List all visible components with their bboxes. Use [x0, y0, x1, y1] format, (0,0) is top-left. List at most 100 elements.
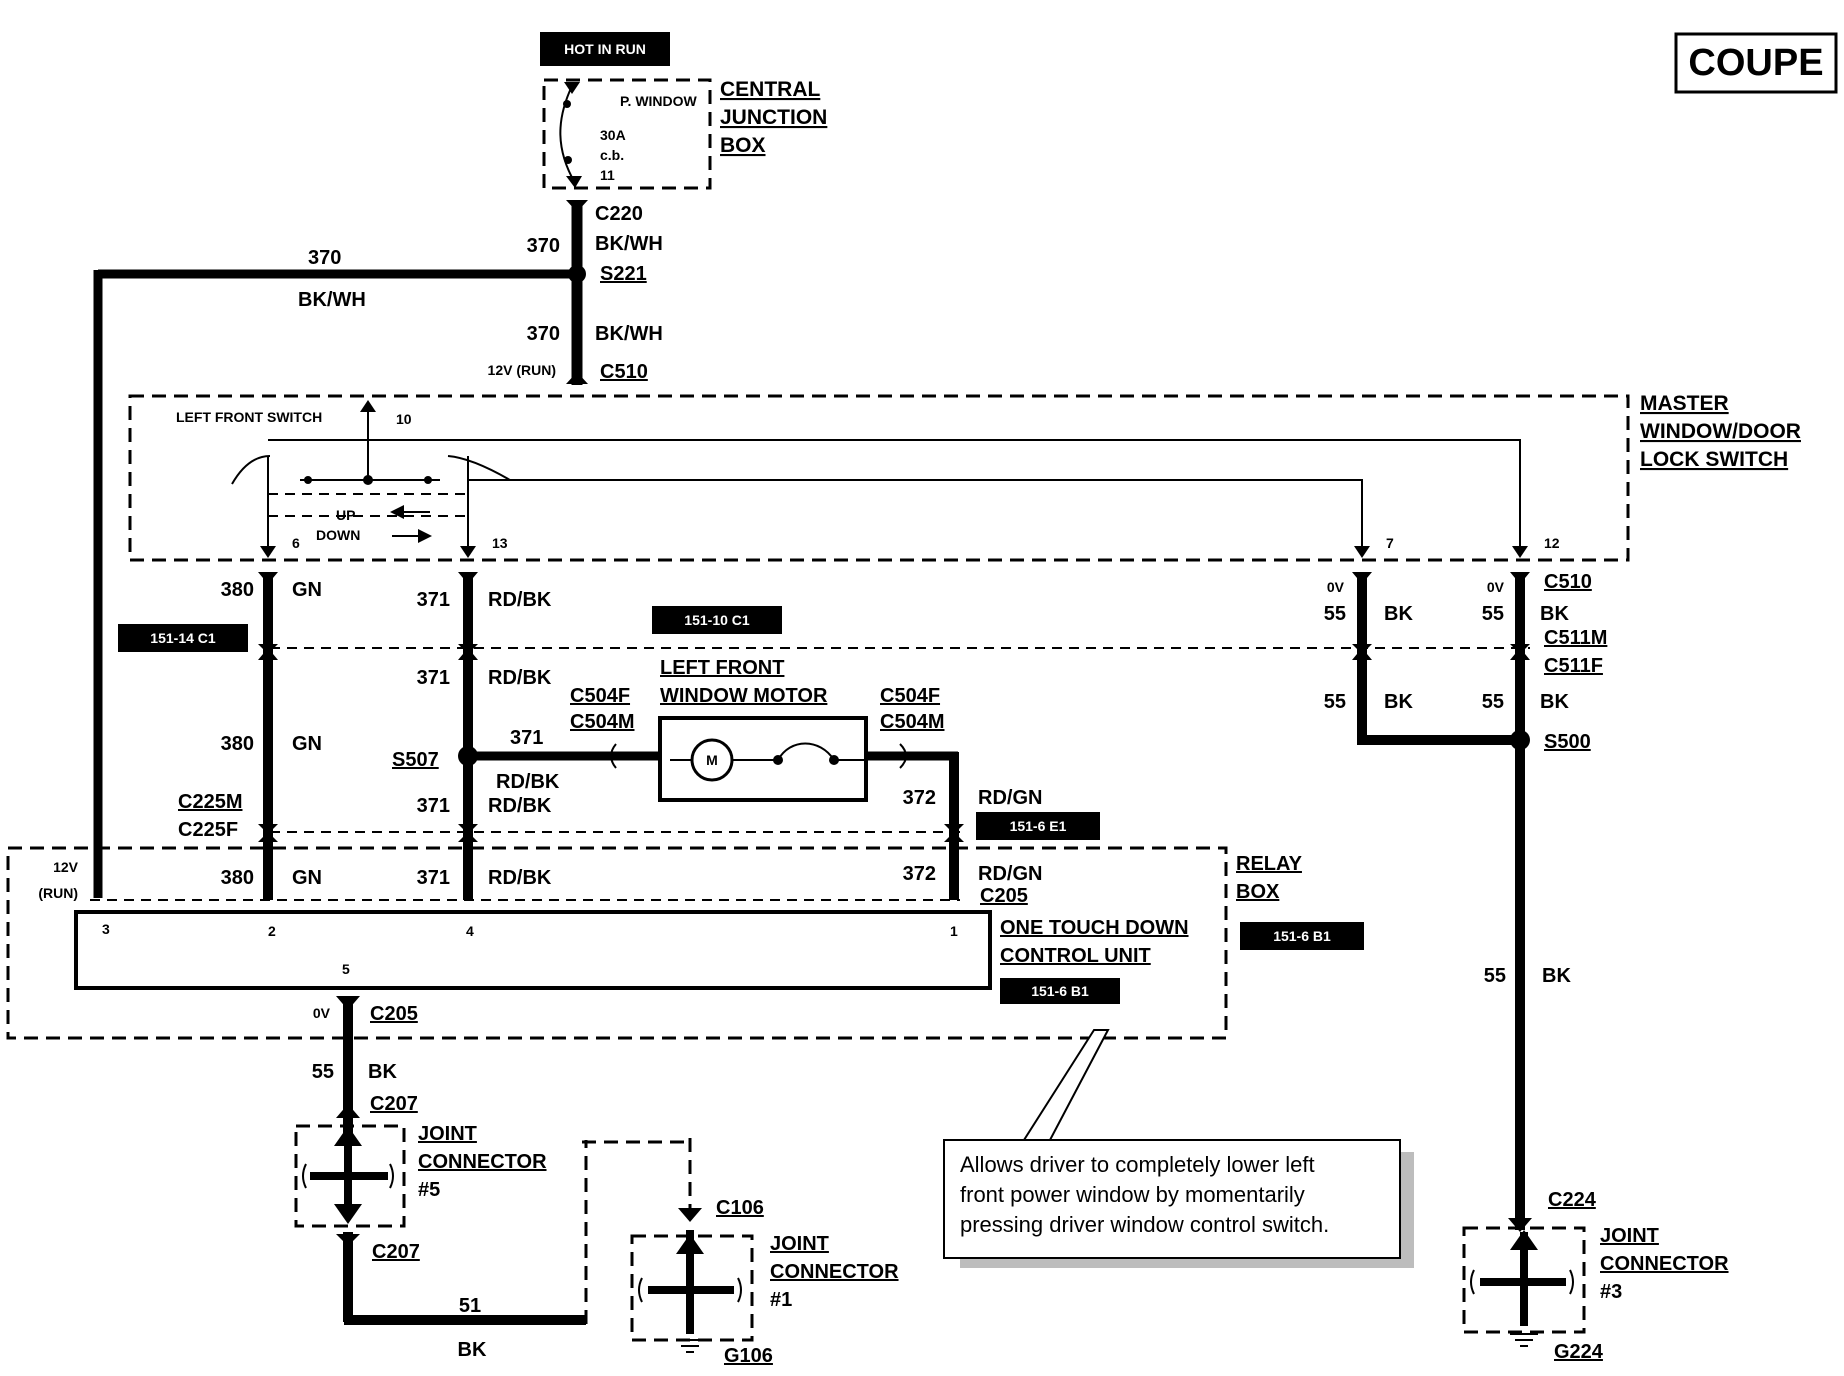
wire-55-left: [336, 996, 360, 1134]
w380-label-1: 380: [221, 579, 254, 601]
w55-pin7-1: 55: [1324, 603, 1346, 625]
c205-label-right: C205: [980, 885, 1028, 907]
cu-pin-2: 2: [268, 923, 276, 939]
ref-151-6-b1-cu: 151-6 B1: [1000, 978, 1120, 1004]
c207-label-bottom: C207: [372, 1241, 420, 1263]
wire-370-label-mid: 370: [527, 323, 560, 345]
coupe-badge: COUPE: [1674, 32, 1838, 94]
wire-371: [458, 572, 610, 900]
c225f-label: C225F: [178, 819, 238, 841]
g106-label: G106: [724, 1345, 773, 1367]
w55-pin7-2: 55: [1324, 691, 1346, 713]
wire-380: [258, 572, 278, 900]
cu-pin-3: 3: [102, 921, 110, 937]
c510-label-right: C510: [1544, 571, 1592, 593]
bk-label-bottom: BK: [458, 1339, 487, 1361]
rdgn-label-2: RD/GN: [978, 863, 1042, 885]
cu-pin-5: 5: [342, 961, 350, 977]
w55-right-long: 55: [1484, 965, 1506, 987]
c504f-label-right: C504F: [880, 685, 940, 707]
relay-line2: BOX: [1236, 881, 1280, 903]
pin-10: 10: [396, 411, 412, 427]
run-label: 12V (RUN): [488, 362, 556, 378]
bkwh-label-left: BK/WH: [298, 289, 366, 311]
rdbk-label-3: RD/BK: [496, 771, 560, 793]
bkwh-label-top: BK/WH: [595, 233, 663, 255]
pin-7: 7: [1386, 535, 1394, 551]
bk-pin7-1: BK: [1384, 603, 1413, 625]
s500-label: S500: [1544, 731, 1591, 753]
cjb-line1: CENTRAL: [720, 78, 820, 101]
relay-box: 12V (RUN) RELAY BOX: [6, 846, 1303, 1040]
zero-v-pin12: 0V: [1487, 579, 1505, 595]
note-callout: Allows driver to completely lower left f…: [943, 1029, 1414, 1268]
up-label: UP: [336, 507, 355, 523]
wire-55-pin12: [1508, 572, 1532, 1232]
wire-370-left-run: [93, 269, 577, 898]
wire-370-vertical: [566, 200, 588, 385]
c225m-label: C225M: [178, 791, 242, 813]
one-touch-down-control-unit: 3 2 4 1 5 ONE TOUCH DOWN CONTROL UNIT: [74, 910, 1189, 990]
c220-label: C220: [595, 203, 643, 225]
w371-label-1: 371: [417, 589, 450, 611]
jc1-line2: CONNECTOR: [770, 1261, 899, 1283]
wire-372: [908, 751, 964, 900]
zero-v-left: 0V: [313, 1005, 331, 1021]
bk-pin7-2: BK: [1384, 691, 1413, 713]
note-line2: front power window by momentarily: [960, 1182, 1305, 1207]
w371-label-2: 371: [417, 667, 450, 689]
jc3-line1: JOINT: [1600, 1225, 1659, 1247]
motor-line2: WINDOW MOTOR: [660, 685, 828, 707]
joint-connector-1: [630, 1230, 754, 1353]
hot-in-run-label: HOT IN RUN: [564, 41, 646, 57]
master-switch-box: LEFT FRONT SWITCH 10 UP DOWN 6 13 7 12 M…: [128, 392, 1801, 562]
zero-v-pin7: 0V: [1327, 579, 1345, 595]
w55-pin12-1: 55: [1482, 603, 1504, 625]
cu-line1: ONE TOUCH DOWN: [1000, 917, 1189, 939]
relay-line1: RELAY: [1236, 853, 1303, 875]
master-line2: WINDOW/DOOR: [1640, 420, 1801, 443]
down-label: DOWN: [316, 527, 360, 543]
bk-right-long: BK: [1542, 965, 1571, 987]
breaker-rating: 30A: [600, 127, 626, 143]
jc3-line2: CONNECTOR: [1600, 1253, 1729, 1275]
w371-label-4: 371: [417, 795, 450, 817]
jc3-number: #3: [1600, 1281, 1622, 1303]
cu-pin-1: 1: [950, 923, 958, 939]
w380-label-3: 380: [221, 867, 254, 889]
splice-s500: [1510, 730, 1530, 750]
gn-label-3: GN: [292, 867, 322, 889]
s507-label: S507: [392, 749, 439, 771]
w380-label-2: 380: [221, 733, 254, 755]
bk-label-left: BK: [368, 1061, 397, 1083]
bk-pin12-1: BK: [1540, 603, 1569, 625]
c106-label: C106: [716, 1197, 764, 1219]
ref-151-6-e1-label: 151-6 E1: [1010, 818, 1067, 834]
breaker-type: c.b.: [600, 147, 624, 163]
jc5-line1: JOINT: [418, 1123, 477, 1145]
s221-label: S221: [600, 263, 647, 285]
left-front-window-motor: M LEFT FRONT WINDOW MOTOR: [610, 657, 910, 802]
c504f-label-left: C504F: [570, 685, 630, 707]
bkwh-label-mid: BK/WH: [595, 323, 663, 345]
w55-pin12-2: 55: [1482, 691, 1504, 713]
cu-pin-4: 4: [466, 923, 474, 939]
gn-label-1: GN: [292, 579, 322, 601]
coupe-label: COUPE: [1688, 42, 1823, 84]
wire-51: [336, 1138, 702, 1325]
note-line3: pressing driver window control switch.: [960, 1212, 1329, 1237]
wire-370-label-left: 370: [308, 247, 341, 269]
c510-label-top: C510: [600, 361, 648, 383]
ref-151-6-e1: 151-6 E1: [976, 812, 1100, 840]
rdgn-label-1: RD/GN: [978, 787, 1042, 809]
ref-151-6-b1-cu-label: 151-6 B1: [1031, 983, 1089, 999]
rdbk-label-4: RD/BK: [488, 795, 552, 817]
ref-151-10-c1-label: 151-10 C1: [684, 612, 750, 628]
pin-6: 6: [292, 535, 300, 551]
note-line1: Allows driver to completely lower left: [960, 1152, 1315, 1177]
ref-151-14-c1-label: 151-14 C1: [150, 630, 216, 646]
w55-label-left: 55: [312, 1061, 334, 1083]
c511m-label: C511M: [1544, 627, 1607, 649]
pin-12: 12: [1544, 535, 1560, 551]
